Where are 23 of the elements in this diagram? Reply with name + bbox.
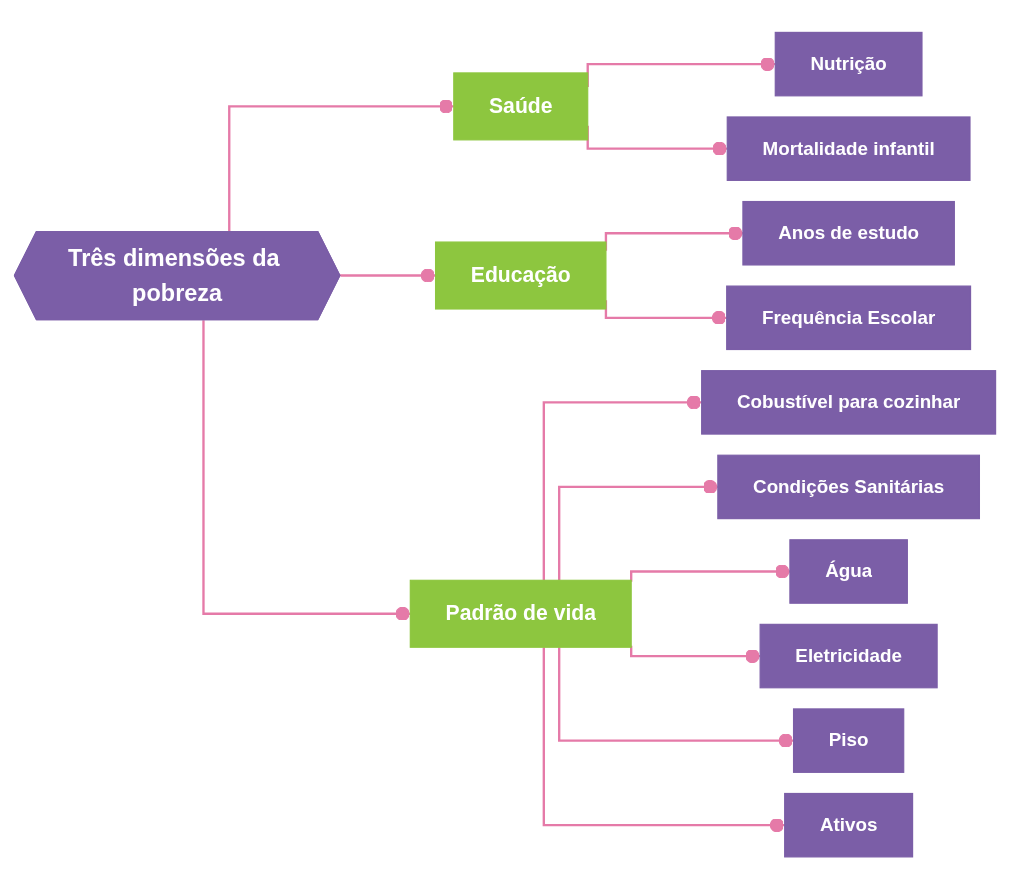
node-box <box>792 708 904 774</box>
node-box <box>452 72 588 141</box>
node-box <box>725 285 971 351</box>
diagram: Três dimensões da pobreza Saúde Nutrição Mortalidade infantil Educação Anos de estudo Frequência Escolar Padrão de vida Cobustível para cozinhar Condições Sanitárias Água Eletricidade Piso Ativos <box>4 23 1005 867</box>
node-box <box>759 624 938 689</box>
node-box <box>716 454 980 520</box>
connector <box>338 268 436 283</box>
node-box <box>434 241 606 310</box>
connector <box>542 395 702 581</box>
node-box <box>788 539 908 605</box>
node-box <box>700 370 996 435</box>
connector <box>227 99 454 233</box>
connector <box>201 320 410 622</box>
node-box <box>741 201 955 266</box>
connector <box>542 647 785 833</box>
node-box <box>774 32 923 97</box>
node-box <box>783 793 913 858</box>
connector <box>557 480 718 581</box>
node-box <box>726 116 971 182</box>
connector <box>629 564 790 583</box>
connector <box>557 647 794 749</box>
node-box <box>409 580 632 649</box>
connector <box>629 646 760 664</box>
